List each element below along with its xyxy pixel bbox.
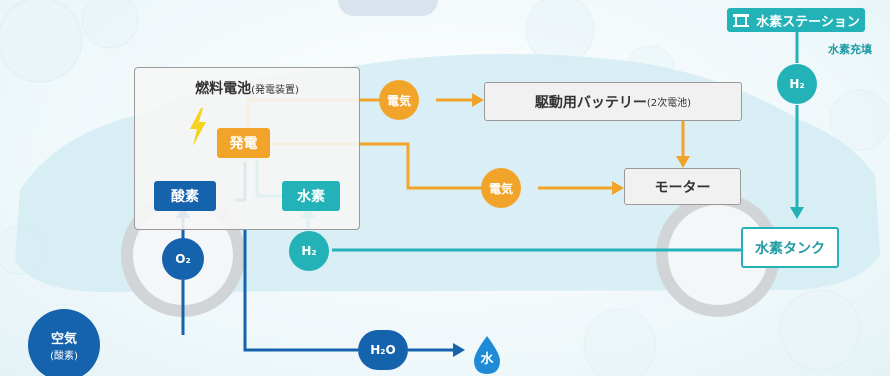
driver-figure: [338, 0, 438, 16]
h2-circle-station: H₂: [777, 64, 817, 104]
fuel-cell-title: 燃料電池(発電装置): [135, 78, 359, 98]
motor-box: モーター: [624, 168, 741, 205]
hydrogen-station-label: 水素ステーション: [756, 14, 860, 30]
air-label: 空気: [50, 332, 77, 347]
hydrogen-tank-box: 水素タンク: [741, 227, 839, 268]
hydrogen-station-badge: 水素ステーション: [727, 8, 865, 32]
drive-battery-label: 駆動用バッテリー: [534, 94, 647, 111]
gas-station-icon: [733, 14, 750, 27]
water-drop-icon: [474, 336, 500, 374]
air-sublabel: (酸素): [50, 351, 78, 362]
water-drop: 水: [470, 336, 504, 374]
air-circle: 空気 (酸素): [28, 309, 100, 376]
fuel-cell-label: 燃料電池: [195, 81, 252, 97]
electricity-circle-top: 電気: [379, 80, 419, 120]
oxygen-box: 酸素: [154, 181, 216, 211]
fuel-cell-subtitle: (発電装置): [251, 85, 299, 96]
o2-circle: O₂: [162, 238, 204, 280]
drive-battery-subtitle: (2次電池): [646, 98, 692, 109]
water-label: 水: [480, 352, 494, 367]
h2-circle-tank: H₂: [289, 231, 329, 271]
lightning-bolt-icon: [190, 108, 206, 146]
power-generation-box: 発電: [217, 128, 270, 158]
hydrogen-refueling-label: 水素充填: [828, 43, 872, 56]
electricity-circle-bottom: 電気: [481, 168, 521, 208]
hydrogen-box: 水素: [282, 181, 340, 211]
drive-battery-box: 駆動用バッテリー(2次電池): [484, 82, 742, 121]
electricity-arrowheads: [472, 93, 690, 195]
h2o-circle: H₂O: [358, 330, 408, 370]
